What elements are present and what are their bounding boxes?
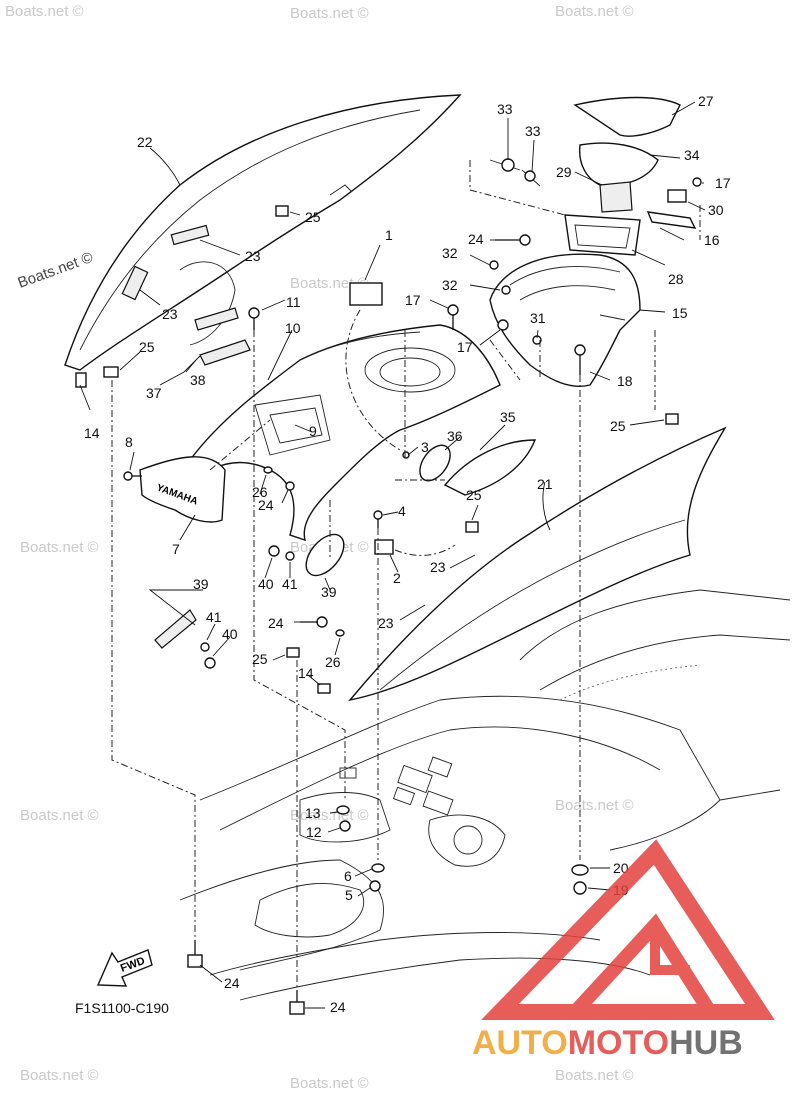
callout-12: 12 xyxy=(306,824,322,840)
callout-16: 16 xyxy=(704,232,720,248)
callout-2: 2 xyxy=(393,570,401,586)
watermark: Boats.net © xyxy=(20,539,99,556)
watermark: Boats.net © xyxy=(16,249,96,292)
callout-28: 28 xyxy=(668,271,684,287)
callout-23: 23 xyxy=(162,306,178,322)
callout-11: 11 xyxy=(286,294,301,310)
seal-37 xyxy=(179,261,251,366)
leaders xyxy=(79,101,706,1009)
callout-41: 41 xyxy=(206,609,222,625)
callout-35: 35 xyxy=(500,409,516,425)
lens-35 xyxy=(443,439,537,496)
callout-39: 39 xyxy=(321,584,337,600)
callout-34: 34 xyxy=(684,147,700,163)
callout-31: 31 xyxy=(530,310,546,326)
callout-13: 13 xyxy=(305,805,321,821)
lid-parts xyxy=(564,96,681,256)
callout-21: 21 xyxy=(537,476,553,492)
cover-22 xyxy=(64,94,462,371)
watermark: Boats.net © xyxy=(555,1067,634,1084)
callout-10: 10 xyxy=(285,320,301,336)
watermark: Boats.net © xyxy=(290,275,369,292)
callout-5: 5 xyxy=(345,887,353,903)
cover-21 xyxy=(348,426,727,702)
callout-17: 17 xyxy=(405,292,421,308)
watermark: Boats.net © xyxy=(20,1067,99,1084)
hull-deck xyxy=(179,589,791,1001)
callout-29: 29 xyxy=(556,164,572,180)
brand-wordmark: AUTOMOTOHUB xyxy=(472,1024,743,1062)
callout-24: 24 xyxy=(258,497,274,513)
callout-24: 24 xyxy=(224,975,240,991)
callout-33: 33 xyxy=(497,101,513,117)
callout-17: 17 xyxy=(457,339,473,355)
callout-6: 6 xyxy=(344,868,352,884)
watermark: Boats.net © xyxy=(555,3,634,20)
callout-25: 25 xyxy=(305,209,321,225)
callout-7: 7 xyxy=(172,541,180,557)
callout-32: 32 xyxy=(442,245,458,261)
callout-24: 24 xyxy=(268,615,284,631)
callout-23: 23 xyxy=(245,248,261,264)
callout-26: 26 xyxy=(325,654,341,670)
callout-39: 39 xyxy=(193,576,209,592)
pad-29 xyxy=(599,181,633,213)
callout-8: 8 xyxy=(125,434,133,450)
callout-30: 30 xyxy=(708,202,724,218)
gasket-39 xyxy=(154,533,345,649)
watermark: Boats.net © xyxy=(290,807,369,824)
callout-25: 25 xyxy=(610,418,626,434)
callout-23: 23 xyxy=(430,559,446,575)
assembly-lines xyxy=(111,160,701,990)
watermark: Boats.net © xyxy=(20,807,99,824)
callout-1: 1 xyxy=(385,227,393,243)
callout-25: 25 xyxy=(252,651,268,667)
diagram-code: F1S1100-C190 xyxy=(75,1000,169,1016)
callout-22: 22 xyxy=(137,134,153,150)
lid-27 xyxy=(573,96,681,137)
cushion-34 xyxy=(578,142,659,187)
brand-logo: AUTOMOTOHUB xyxy=(472,839,775,1062)
callout-37: 37 xyxy=(146,385,162,401)
logo-triangle-icon xyxy=(481,839,775,1020)
callouts: 1 2 3 4 5 6 7 8 9 10 11 12 13 14 14 15 1… xyxy=(84,93,731,1015)
watermark: Boats.net © xyxy=(290,1075,369,1092)
callout-26: 26 xyxy=(252,484,268,500)
callout-40: 40 xyxy=(222,626,238,642)
storage-box-15 xyxy=(489,253,641,387)
callout-36: 36 xyxy=(447,428,463,444)
callout-4: 4 xyxy=(398,503,406,519)
callout-32: 32 xyxy=(442,277,458,293)
watermark: Boats.net © xyxy=(555,797,634,814)
callout-41: 41 xyxy=(282,576,298,592)
callout-33: 33 xyxy=(525,123,541,139)
fwd-arrow: FWD xyxy=(96,949,153,987)
watermark: Boats.net © xyxy=(5,3,84,20)
callout-27: 27 xyxy=(698,93,714,109)
hardware xyxy=(75,158,702,1015)
callout-17: 17 xyxy=(715,175,731,191)
watermark: Boats.net © xyxy=(290,5,369,22)
callout-40: 40 xyxy=(258,576,274,592)
callout-25: 25 xyxy=(139,339,155,355)
callout-9: 9 xyxy=(309,423,317,439)
callout-3: 3 xyxy=(421,439,429,455)
callout-15: 15 xyxy=(672,305,688,321)
disc-36 xyxy=(419,444,451,482)
badge-plate-7: YAMAHA xyxy=(139,456,226,523)
callout-24: 24 xyxy=(468,231,484,247)
callout-18: 18 xyxy=(617,373,633,389)
callout-14: 14 xyxy=(298,665,314,681)
callout-14: 14 xyxy=(84,425,100,441)
callout-38: 38 xyxy=(190,372,206,388)
callout-23: 23 xyxy=(378,615,394,631)
callout-25: 25 xyxy=(466,487,482,503)
callout-24: 24 xyxy=(330,999,346,1015)
